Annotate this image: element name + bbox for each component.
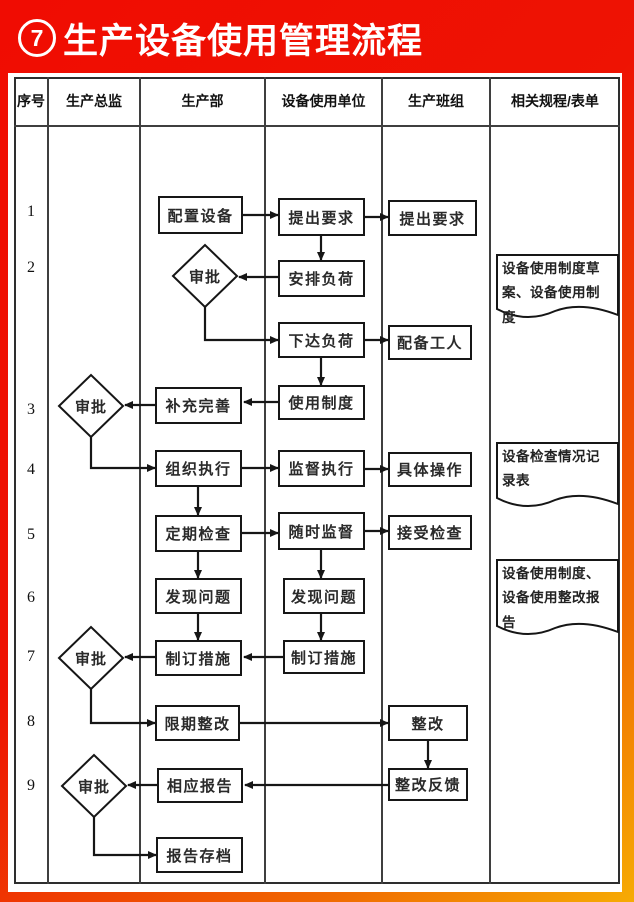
row-number-7: 7 [27,648,35,665]
column-header-5: 相关规程/表单 [490,77,620,126]
column-header-3: 设备使用单位 [265,77,382,126]
flow-node-formulate-measures-dept: 制订措施 [155,640,242,676]
flow-node-response-report: 相应报告 [157,768,243,803]
column-header-label: 生产班组 [408,92,464,109]
column-header-label: 设备使用单位 [281,92,366,109]
flow-node-configure-equipment: 配置设备 [158,196,243,234]
column-header-label: 生产总监 [66,92,122,109]
flow-node-rectify: 整改 [388,705,468,741]
flow-node-arrange-load: 安排负荷 [278,260,365,297]
column-header-label: 序号 [17,92,45,109]
flow-node-approve-row7: 审批 [74,650,107,668]
flow-node-approve-row3: 审批 [74,398,107,416]
flow-node-usage-system: 使用制度 [278,385,365,420]
row-number-8: 8 [27,713,35,730]
column-header-1: 生产总监 [48,77,140,126]
row-number-9: 9 [27,777,35,794]
header-divider [14,125,620,127]
flow-node-rectify-deadline: 限期整改 [155,705,240,741]
column-header-label: 生产部 [181,92,224,109]
column-divider-0 [47,77,49,884]
title-band: 7 生产设备使用管理流程 [18,12,423,64]
flow-node-find-problems-dept: 发现问题 [155,578,242,614]
row-number-1: 1 [27,203,35,220]
flow-node-accept-inspection: 接受检查 [388,515,472,550]
flow-node-organize-execution: 组织执行 [155,450,242,487]
table-frame [14,77,620,884]
column-header-2: 生产部 [140,77,265,126]
flow-node-raise-request-team: 提出要求 [388,200,477,236]
column-divider-1 [139,77,141,884]
column-divider-4 [489,77,491,884]
flow-node-periodic-inspection: 定期检查 [155,515,242,552]
flow-node-approve-row9: 审批 [77,778,110,796]
flow-node-supervise-execution: 监督执行 [278,450,365,487]
column-header-0: 序号 [14,77,48,126]
flow-node-raise-request-usage-unit: 提出要求 [278,198,365,236]
flow-node-issue-load: 下达负荷 [278,322,365,358]
flow-node-doc-rectification-report: 设备使用制度、设备使用整改报告 [502,566,600,630]
flow-node-constant-supervision: 随时监督 [278,512,365,550]
row-number-4: 4 [27,461,35,478]
flow-node-specific-operation: 具体操作 [388,452,472,487]
flow-node-archive-report: 报告存档 [156,837,243,873]
row-number-3: 3 [27,401,35,418]
column-divider-2 [264,77,266,884]
flow-node-supplement-improve: 补充完善 [155,387,242,424]
row-number-5: 5 [27,526,35,543]
flow-node-assign-workers: 配备工人 [388,325,472,360]
flow-node-doc-usage-system-draft: 设备使用制度草案、设备使用制度 [502,261,600,325]
flow-node-doc-inspection-record: 设备检查情况记录表 [502,449,600,489]
flow-node-approve-row2: 审批 [188,268,221,286]
row-number-2: 2 [27,259,35,276]
column-header-4: 生产班组 [382,77,490,126]
column-divider-3 [381,77,383,884]
flow-node-rectify-feedback: 整改反馈 [388,768,468,801]
flow-node-formulate-measures-unit: 制订措施 [283,640,365,674]
title-number-circle-icon: 7 [18,19,56,57]
column-header-label: 相关规程/表单 [511,92,599,109]
row-number-6: 6 [27,589,35,606]
flow-node-find-problems-unit: 发现问题 [283,578,365,614]
page-title: 生产设备使用管理流程 [63,21,424,61]
